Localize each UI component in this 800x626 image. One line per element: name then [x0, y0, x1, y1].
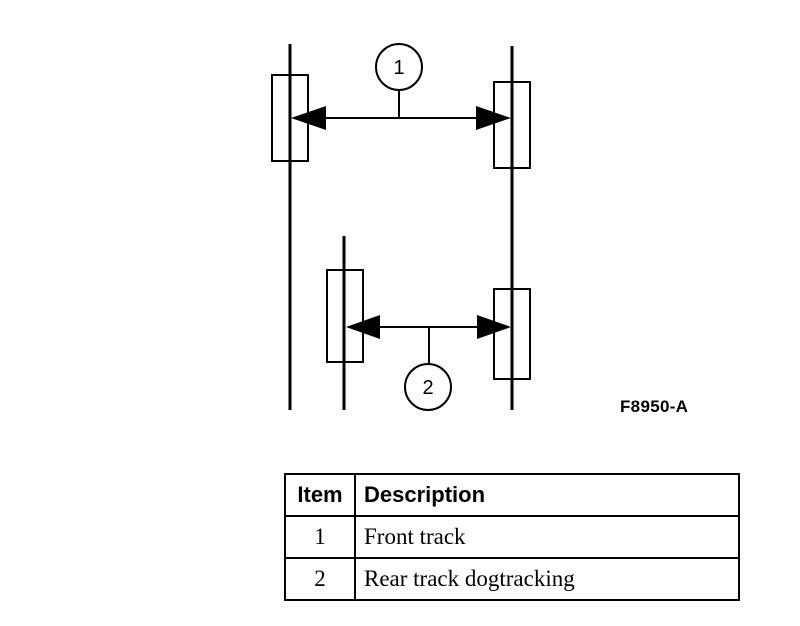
legend-item-number: 2: [284, 557, 356, 601]
rear-track-arrowhead-right: [477, 315, 511, 339]
track-diagram: 1 2: [271, 43, 531, 411]
legend-header-row: Item Description: [284, 473, 740, 517]
callout-1-label: 1: [393, 57, 404, 79]
right-rear-wheel: [493, 288, 531, 380]
legend-header-item: Item: [284, 473, 356, 517]
legend-item-description: Rear track dogtracking: [354, 557, 740, 601]
callout-2-label: 2: [422, 377, 433, 399]
right-front-wheel: [493, 81, 531, 169]
callout-2-circle: [404, 363, 452, 411]
table-row: 1 Front track: [284, 515, 740, 559]
callout-1-circle: [375, 43, 423, 91]
front-track-arrowhead-left: [291, 106, 326, 130]
legend-item-number: 1: [284, 515, 356, 559]
legend-item-description: Front track: [354, 515, 740, 559]
front-track-arrowhead-right: [476, 106, 511, 130]
legend-header-description: Description: [354, 473, 740, 517]
legend-table: Item Description 1 Front track 2 Rear tr…: [284, 473, 740, 601]
left-rear-wheel: [326, 269, 364, 363]
rear-track-arrowhead-left: [346, 315, 380, 339]
table-row: 2 Rear track dogtracking: [284, 557, 740, 601]
figure-id: F8950-A: [620, 397, 689, 416]
